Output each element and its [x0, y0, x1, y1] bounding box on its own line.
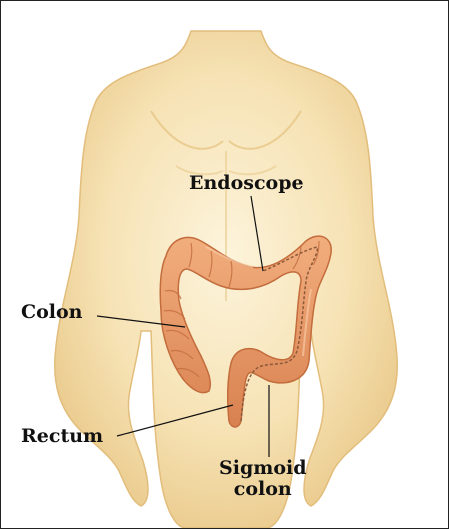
- label-sigmoid-line1: Sigmoid: [219, 458, 307, 479]
- label-sigmoid-colon: Sigmoid colon: [219, 458, 307, 500]
- label-sigmoid-line2: colon: [219, 479, 307, 500]
- label-endoscope: Endoscope: [189, 173, 304, 194]
- label-rectum: Rectum: [21, 426, 103, 447]
- label-colon: Colon: [21, 302, 83, 323]
